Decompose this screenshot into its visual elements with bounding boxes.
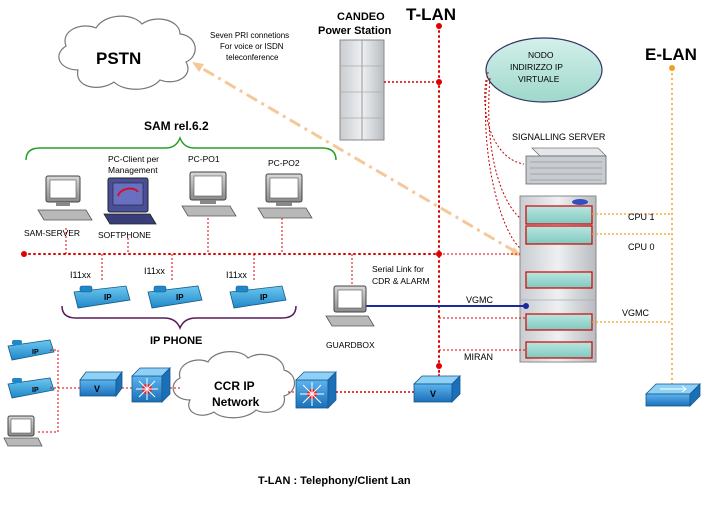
pc-po2-label: PC-PO2 (268, 158, 300, 168)
nodo-label-1: NODO (528, 50, 554, 60)
pstn-cloud: PSTN (58, 15, 196, 90)
nodo-ip-virtual: NODO INDIRIZZO IP VIRTUALE (485, 37, 603, 103)
svg-text:V: V (430, 389, 436, 399)
serial-link-end (523, 303, 529, 309)
nodo-label-2: INDIRIZZO IP (510, 62, 563, 72)
vgmc-slot-1 (525, 271, 593, 289)
ip-phone-bracket (61, 305, 297, 331)
signalling-server-label: SIGNALLING SERVER (512, 132, 606, 142)
sam-lan-left-node (21, 251, 27, 257)
ip-phone-2-badge: IP (176, 293, 184, 302)
pri-note-line-2: For voice or ISDN (220, 42, 284, 51)
vgmc-left-label: VGMC (466, 295, 494, 305)
ccr-ip-cloud: CCR IP Network (172, 351, 296, 419)
nodo-label-3: VIRTUALE (518, 74, 560, 84)
bl-phone-1: IP (7, 339, 55, 361)
power-station: CANDEO Power Station (318, 11, 392, 141)
phone-2-ext: I11xx (144, 266, 165, 276)
miran-slot (525, 341, 593, 359)
bl-phone-1-badge: IP (32, 349, 39, 356)
pc-client-label-1: PC-Client per (108, 154, 159, 164)
ip-phone-group-label: IP PHONE (150, 335, 202, 347)
softphone-computer (103, 177, 157, 225)
vgmc-slot-2 (525, 313, 593, 331)
serial-link-label-1: Serial Link for (372, 264, 424, 274)
bl-phone-2-badge: IP (32, 387, 39, 394)
nodo-link-3 (484, 79, 525, 165)
power-station-label-1: CANDEO (337, 11, 385, 23)
sam-bracket (25, 135, 337, 161)
signalling-server (525, 147, 607, 185)
elan-switch (645, 383, 701, 407)
tlan-node-power (436, 79, 442, 85)
ip-phone-1: IP (73, 285, 131, 309)
vgmc-right-label: VGMC (622, 308, 650, 318)
sam-server-label: SAM-SERVER (24, 228, 80, 238)
nodo-link-2 (488, 77, 521, 219)
tlan-switch: V (413, 375, 461, 403)
pstn-trunk-link (197, 64, 517, 254)
bl-computer (3, 415, 43, 447)
pc-po2-computer (257, 173, 313, 219)
pc-client-label-2: Management (108, 165, 158, 175)
guardbox-label: GUARDBOX (326, 340, 375, 350)
pstn-label: PSTN (96, 49, 141, 68)
ccr-label-1: CCR IP (214, 379, 255, 393)
sam-title: SAM rel.6.2 (144, 119, 209, 133)
pbx-cabinet (519, 195, 597, 363)
ip-phone-1-badge: IP (104, 293, 112, 302)
miran-label: MIRAN (464, 352, 493, 362)
ip-phone-3: IP (229, 285, 287, 309)
ip-phone-3-badge: IP (260, 293, 268, 302)
tlan-top-node (436, 23, 442, 29)
svg-text:V: V (94, 384, 100, 394)
bl-switch: V (79, 370, 123, 398)
phone-1-ext: I11xx (70, 270, 91, 280)
guardbox-computer (325, 285, 375, 327)
sam-server-computer (37, 175, 93, 221)
pri-note: Seven PRI connetions For voice or ISDN t… (210, 31, 289, 62)
tlan-label: T-LAN (406, 5, 456, 24)
pri-note-line-1: Seven PRI connetions (210, 31, 289, 40)
pstn-trunk-arrow-left (192, 62, 204, 72)
pc-po1-computer (181, 171, 237, 217)
phone-3-ext: I11xx (226, 270, 247, 280)
pri-note-line-3: teleconference (226, 53, 279, 62)
bl-phone-2: IP (7, 377, 55, 399)
cpu1-slot (525, 205, 593, 225)
power-station-label-2: Power Station (318, 25, 392, 37)
elan-top-node (669, 65, 675, 71)
left-router (131, 367, 171, 403)
right-router (295, 371, 337, 409)
footer-caption: T-LAN : Telephony/Client Lan (258, 475, 411, 487)
cpu0-slot (525, 225, 593, 245)
ip-phone-2: IP (147, 285, 203, 309)
serial-link-label-2: CDR & ALARM (372, 276, 430, 286)
ccr-label-2: Network (212, 395, 260, 409)
pc-po1-label: PC-PO1 (188, 154, 220, 164)
cpu1-label: CPU 1 (628, 212, 655, 222)
softphone-label: SOFTPHONE (98, 230, 151, 240)
cpu0-label: CPU 0 (628, 242, 655, 252)
nodo-link-1 (485, 71, 521, 249)
elan-label: E-LAN (645, 45, 697, 64)
